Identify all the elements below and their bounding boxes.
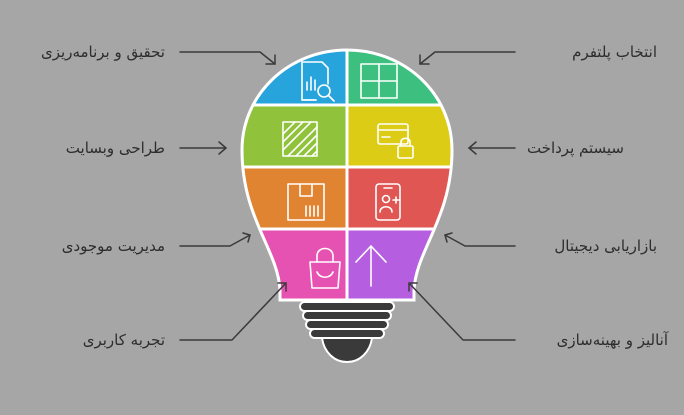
hatched-square-icon: [282, 121, 318, 157]
connector-digital-marketing: [444, 232, 516, 247]
segment-user-experience: [242, 229, 347, 300]
label-platform-selection: انتخاب پلتفرم: [572, 43, 657, 61]
connector-inventory-management: [179, 232, 251, 247]
label-analysis-optimization: آنالیز و بهینه‌سازی: [556, 331, 668, 349]
phone-user-icon: [375, 183, 401, 221]
bulb-base: [299, 301, 395, 364]
bulb-outline: [240, 48, 454, 302]
label-web-design: طراحی وبسایت: [65, 139, 165, 157]
segment-dividers: [242, 50, 452, 300]
document-search-icon: [301, 61, 335, 102]
label-user-experience: تجربه کاربری: [82, 331, 165, 349]
connector-web-design: [179, 141, 227, 155]
label-inventory-management: مدیریت موجودی: [61, 237, 165, 255]
connector-user-experience: [179, 282, 287, 341]
arrow-up-icon: [355, 245, 387, 287]
segment-platform-selection: [347, 50, 452, 105]
label-digital-marketing: بازاریابی دیجیتال: [554, 237, 657, 255]
label-payment-system: سیستم پرداخت: [526, 139, 624, 157]
connector-research-planning: [179, 51, 276, 65]
windows-icon: [360, 63, 398, 99]
segment-payment-system: [347, 105, 452, 167]
shopping-bag-icon: [309, 247, 341, 289]
connector-analysis-optimization: [408, 282, 516, 341]
box-barcode-icon: [287, 183, 325, 221]
card-lock-icon: [377, 123, 414, 159]
segment-inventory-management: [242, 167, 347, 229]
connector-platform-selection: [419, 51, 516, 65]
bulb-segments: [242, 50, 452, 300]
connector-payment-system: [468, 141, 516, 155]
label-research-planning: تحقیق و برنامه‌ریزی: [41, 43, 165, 61]
